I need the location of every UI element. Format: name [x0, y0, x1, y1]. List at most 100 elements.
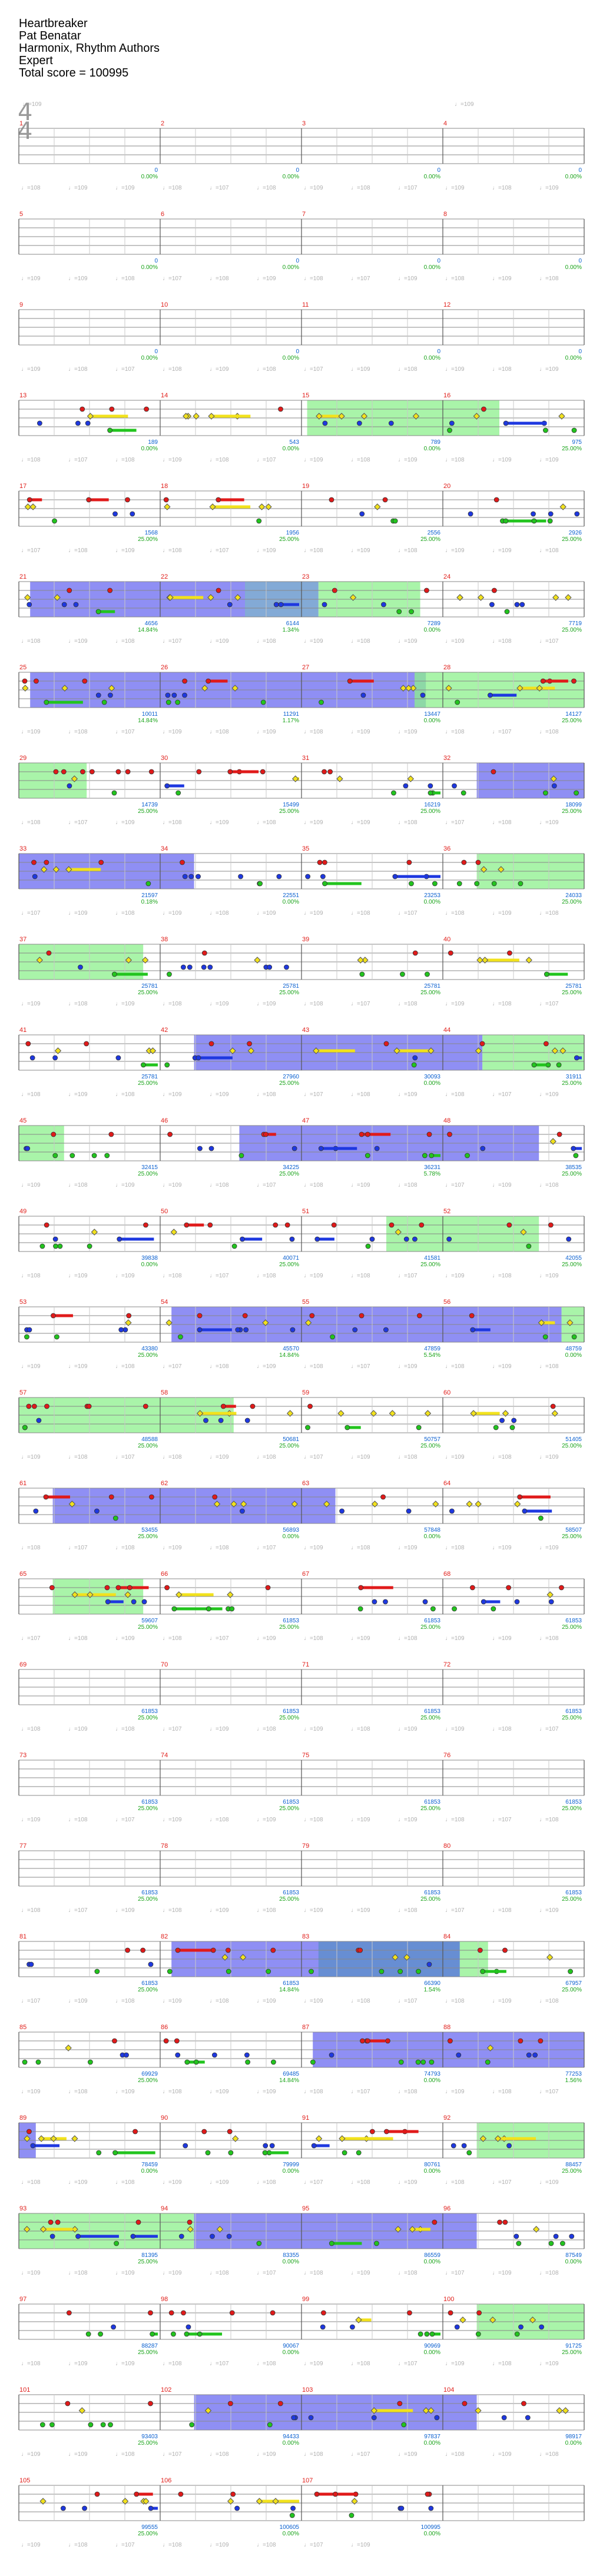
drum-note: [392, 874, 398, 879]
bpm-label: ♩=107: [115, 2542, 135, 2548]
bpm-label: ♩=109: [21, 2542, 41, 2548]
drum-note: [276, 874, 282, 879]
bpm-label: ♩=109: [398, 275, 418, 282]
bpm-label: ♩=107: [492, 729, 512, 735]
measure-score: 543: [289, 439, 299, 446]
cymbal-note: [489, 2316, 496, 2323]
measure-percent: 25.00%: [279, 1171, 299, 1177]
drum-note: [307, 1403, 313, 1409]
measure-score: 25781: [141, 983, 158, 990]
cymbal-note: [71, 775, 78, 782]
drum-note: [491, 587, 497, 593]
measure-number: 74: [161, 1752, 168, 1759]
measure-number: 94: [161, 2205, 168, 2212]
bpm-label: ♩=109: [398, 2451, 418, 2458]
measure-score: 97837: [424, 2434, 440, 2440]
drum-note: [544, 971, 549, 977]
measure-percent: 25.00%: [279, 808, 299, 815]
cymbal-note: [395, 2226, 402, 2233]
bpm-label: ♩=109: [257, 2089, 276, 2095]
measure-number: 102: [161, 2386, 171, 2394]
cymbal-note: [286, 1410, 294, 1417]
drum-note: [358, 1585, 364, 1591]
bpm-label: ♩=107: [68, 819, 88, 826]
measure-percent: 0.00%: [283, 2259, 299, 2265]
drum-note: [309, 1313, 315, 1319]
measure-number: 56: [443, 1299, 450, 1306]
cymbal-note: [234, 594, 241, 601]
drum-note: [201, 950, 207, 956]
measure-number: 16: [443, 392, 450, 399]
drum-note: [468, 511, 473, 517]
measure-score: 56893: [283, 1527, 299, 1533]
measure-percent: 25.00%: [138, 1715, 158, 1721]
bpm-label: ♩=108: [398, 2089, 418, 2095]
drum-note: [531, 511, 536, 517]
drum-note: [411, 1062, 417, 1068]
measure-score: 2926: [569, 530, 582, 536]
measure-number: 5: [19, 211, 23, 218]
drum-note: [289, 1236, 295, 1242]
cymbal-note: [565, 594, 572, 601]
cymbal-note: [459, 2316, 466, 2323]
cymbal-note: [494, 2135, 502, 2142]
drum-note: [203, 1418, 208, 1423]
cymbal-note: [476, 957, 483, 964]
measure-percent: 0.00%: [424, 1080, 440, 1087]
drum-note: [321, 2310, 326, 2316]
measure-percent: 0.00%: [141, 264, 158, 271]
cymbal-note: [65, 2044, 72, 2051]
drum-note: [514, 1599, 520, 1605]
measure-number: 18: [161, 483, 168, 490]
cymbal-note: [227, 2498, 234, 2505]
measure-percent: 25.00%: [562, 1443, 582, 1449]
measure-percent: 0.00%: [424, 2168, 440, 2175]
bpm-label: ♩=108: [115, 910, 135, 917]
cymbal-note: [71, 1591, 78, 1598]
measure-number: 62: [161, 1480, 168, 1487]
drum-note: [322, 881, 327, 887]
measure-score: 58507: [565, 1527, 582, 1533]
bpm-label: ♩=109: [539, 1454, 559, 1460]
cymbal-note: [392, 1954, 399, 1961]
drum-note: [130, 2233, 136, 2239]
cymbal-note: [323, 1501, 330, 1508]
drum-note: [86, 1403, 92, 1409]
bpm-label: ♩=109: [163, 2270, 182, 2276]
bpm-label: ♩=109: [68, 910, 88, 917]
cymbal-note: [566, 1319, 574, 1326]
measure-number: 6: [161, 211, 164, 218]
drum-note: [132, 2129, 138, 2135]
measure-number: 1: [19, 120, 23, 127]
bpm-label: ♩=108: [163, 2361, 182, 2367]
drum-note: [426, 1961, 432, 1967]
drum-note: [24, 1334, 29, 1340]
drum-note: [49, 2233, 55, 2239]
bpm-label: ♩=109: [492, 1182, 512, 1189]
measure-score: 40071: [283, 1255, 299, 1262]
drum-note: [320, 874, 326, 879]
drum-note: [206, 678, 211, 684]
drum-note: [493, 497, 499, 503]
drum-note: [112, 1515, 118, 1521]
drum-note: [409, 881, 414, 887]
drum-note: [517, 1494, 523, 1500]
drum-note: [182, 692, 187, 698]
drum-note: [501, 2415, 507, 2421]
bpm-label: ♩=108: [68, 1817, 88, 1823]
measure-percent: 0.00%: [424, 355, 440, 361]
measure-score: 0: [296, 167, 299, 174]
bpm-label: ♩=109: [115, 819, 135, 826]
measure-score: 50681: [283, 1436, 299, 1443]
drum-note: [359, 971, 365, 977]
drum-note: [428, 790, 433, 796]
drum-note: [428, 783, 433, 789]
bpm-label: ♩=108: [445, 2179, 465, 2186]
measure-percent: 0.00%: [283, 446, 299, 452]
drum-note: [425, 971, 430, 977]
drum-note: [322, 769, 327, 775]
cymbal-note: [456, 594, 463, 601]
drum-note: [167, 971, 172, 977]
drum-note: [415, 2059, 421, 2065]
drum-note: [183, 2143, 188, 2149]
